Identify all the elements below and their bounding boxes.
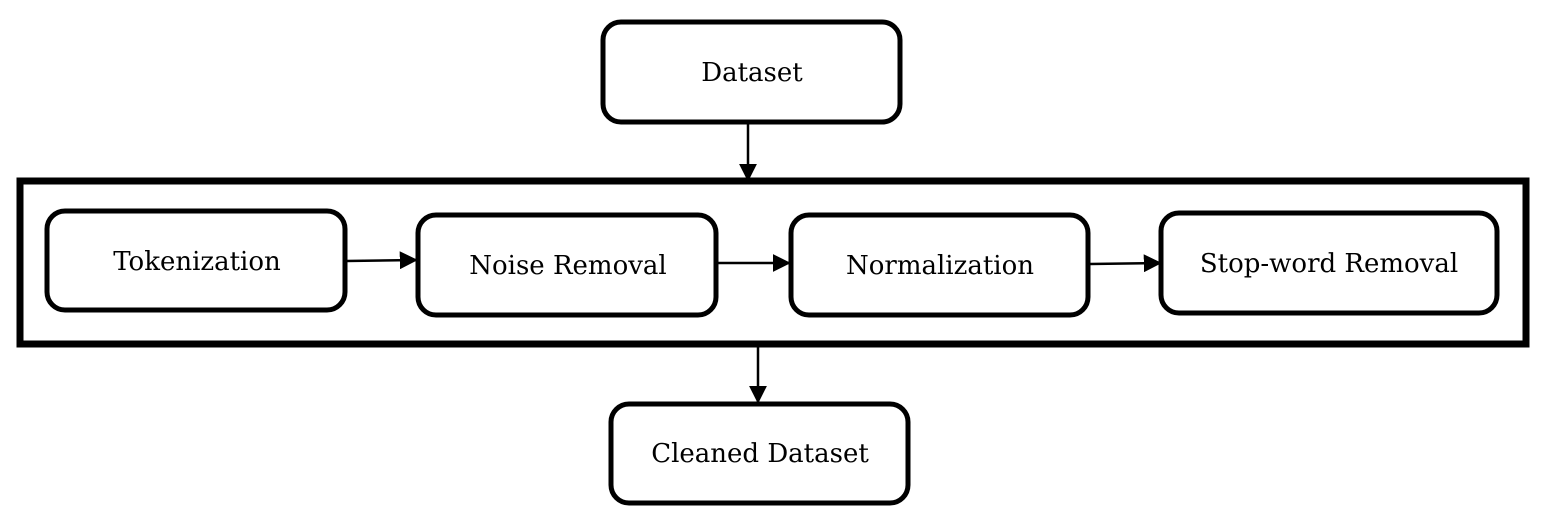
- node-dataset: Dataset: [600, 19, 903, 125]
- node-normalization: Normalization: [788, 212, 1091, 318]
- node-noise-removal-label: Noise Removal: [469, 251, 667, 281]
- node-tokenization-label: Tokenization: [113, 247, 281, 277]
- node-dataset-label: Dataset: [701, 58, 803, 88]
- edge-normalization-to-stopword-removal: [1089, 254, 1162, 273]
- node-stopword-removal: Stop-word Removal: [1158, 210, 1500, 316]
- node-normalization-label: Normalization: [846, 251, 1034, 281]
- node-cleaned-dataset-label: Cleaned Dataset: [651, 439, 869, 469]
- preprocessing-frame: [16, 177, 1530, 348]
- node-noise-removal: Noise Removal: [415, 212, 719, 318]
- node-cleaned-dataset: Cleaned Dataset: [608, 401, 911, 506]
- node-stopword-removal-label: Stop-word Removal: [1200, 249, 1458, 279]
- edge-tokenization-to-noise-removal: [345, 251, 418, 270]
- node-tokenization: Tokenization: [44, 208, 348, 313]
